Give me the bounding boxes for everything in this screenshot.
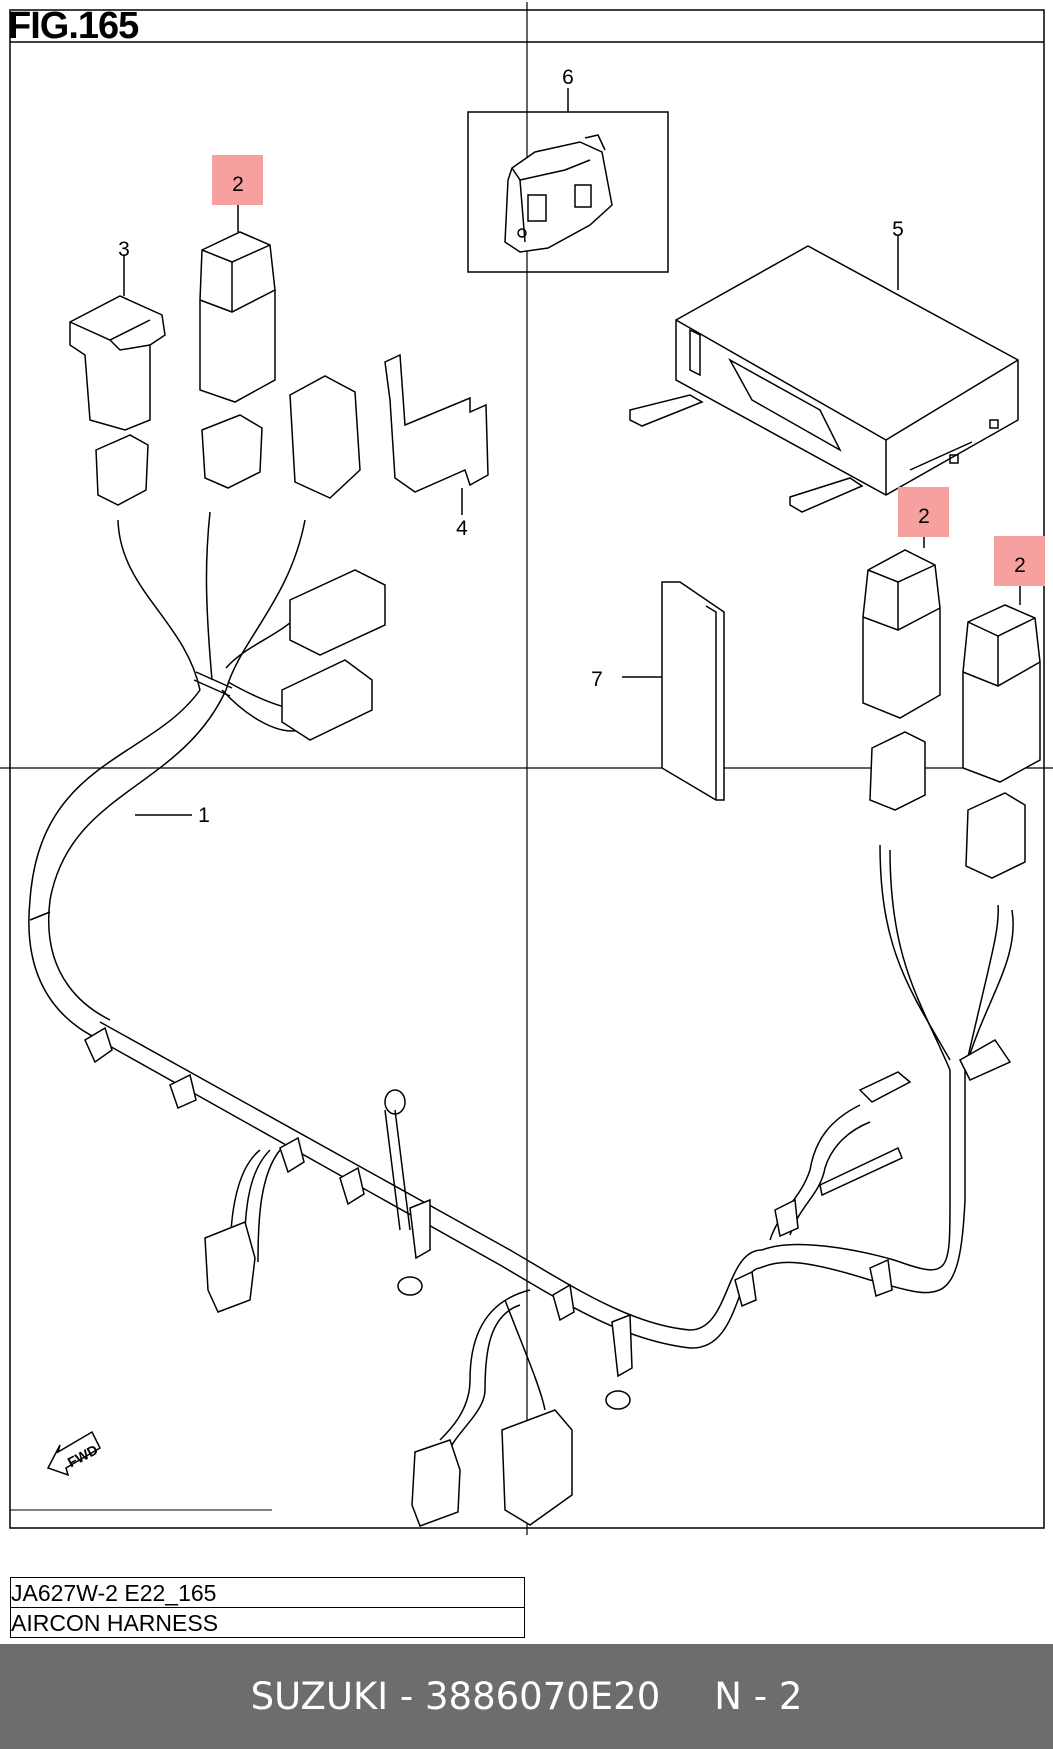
- highlight-box-2-mid: [898, 487, 949, 537]
- label-part-2-top: 2: [232, 173, 244, 196]
- part-6-ac-switch: [467, 88, 669, 273]
- label-part-4: 4: [456, 517, 468, 540]
- label-part-6: 6: [562, 66, 574, 89]
- label-part-7: 7: [591, 668, 603, 691]
- highlight-box-2-top: [212, 155, 263, 205]
- label-part-3: 3: [118, 238, 130, 261]
- figure-title: FIG.165: [8, 5, 139, 47]
- label-part-2-right: 2: [1014, 554, 1026, 577]
- part-5-control-unit: [629, 235, 1019, 513]
- diagram-name: AIRCON HARNESS: [10, 1607, 525, 1638]
- parts-diagram: FWD 2 2 2 3 6 5 4 7 1: [0, 2, 1053, 1535]
- part-1-harness: [28, 375, 1026, 1527]
- diagram-code: JA627W-2 E22_165: [10, 1577, 525, 1608]
- highlight-box-2-right: [994, 536, 1045, 586]
- footer-bar: SUZUKI - 3886070E20 N - 2: [0, 1644, 1053, 1749]
- footer-part-number: SUZUKI - 3886070E20: [250, 1675, 661, 1718]
- part-2-relay-top: [199, 205, 276, 403]
- label-part-1: 1: [198, 804, 210, 827]
- footer-quantity: N - 2: [714, 1675, 803, 1718]
- part-2-relay-right-b: [962, 585, 1041, 783]
- part-4-bracket: [384, 353, 489, 515]
- part-3-connector-cover: [69, 255, 166, 431]
- fwd-arrow-icon: [46, 1430, 101, 1477]
- part-2-relay-right-a: [862, 537, 941, 719]
- part-7-pad: [622, 581, 725, 801]
- label-part-2-mid: 2: [918, 505, 930, 528]
- label-part-5: 5: [892, 218, 904, 241]
